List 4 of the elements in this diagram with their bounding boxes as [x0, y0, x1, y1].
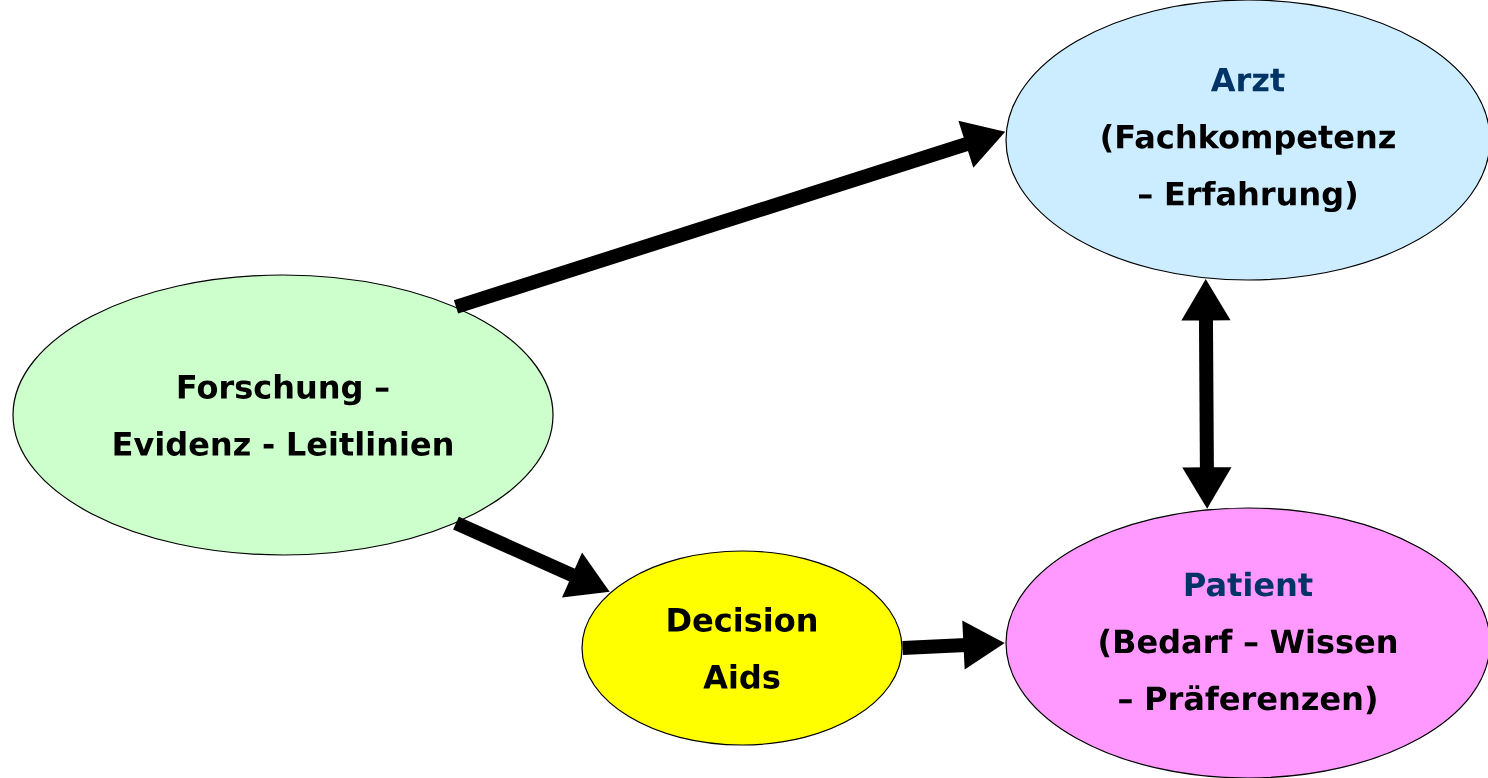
ellipse-node: Decision Aids [581, 550, 903, 746]
ellipse-node: Arzt (Fachkompetenz – Erfahrung) [1005, 0, 1488, 281]
ellipse-node: Forschung – Evidenz - Leitlinien [12, 274, 554, 556]
ellipse-node: Patient (Bedarf – Wissen – Präferenzen) [1005, 507, 1488, 778]
